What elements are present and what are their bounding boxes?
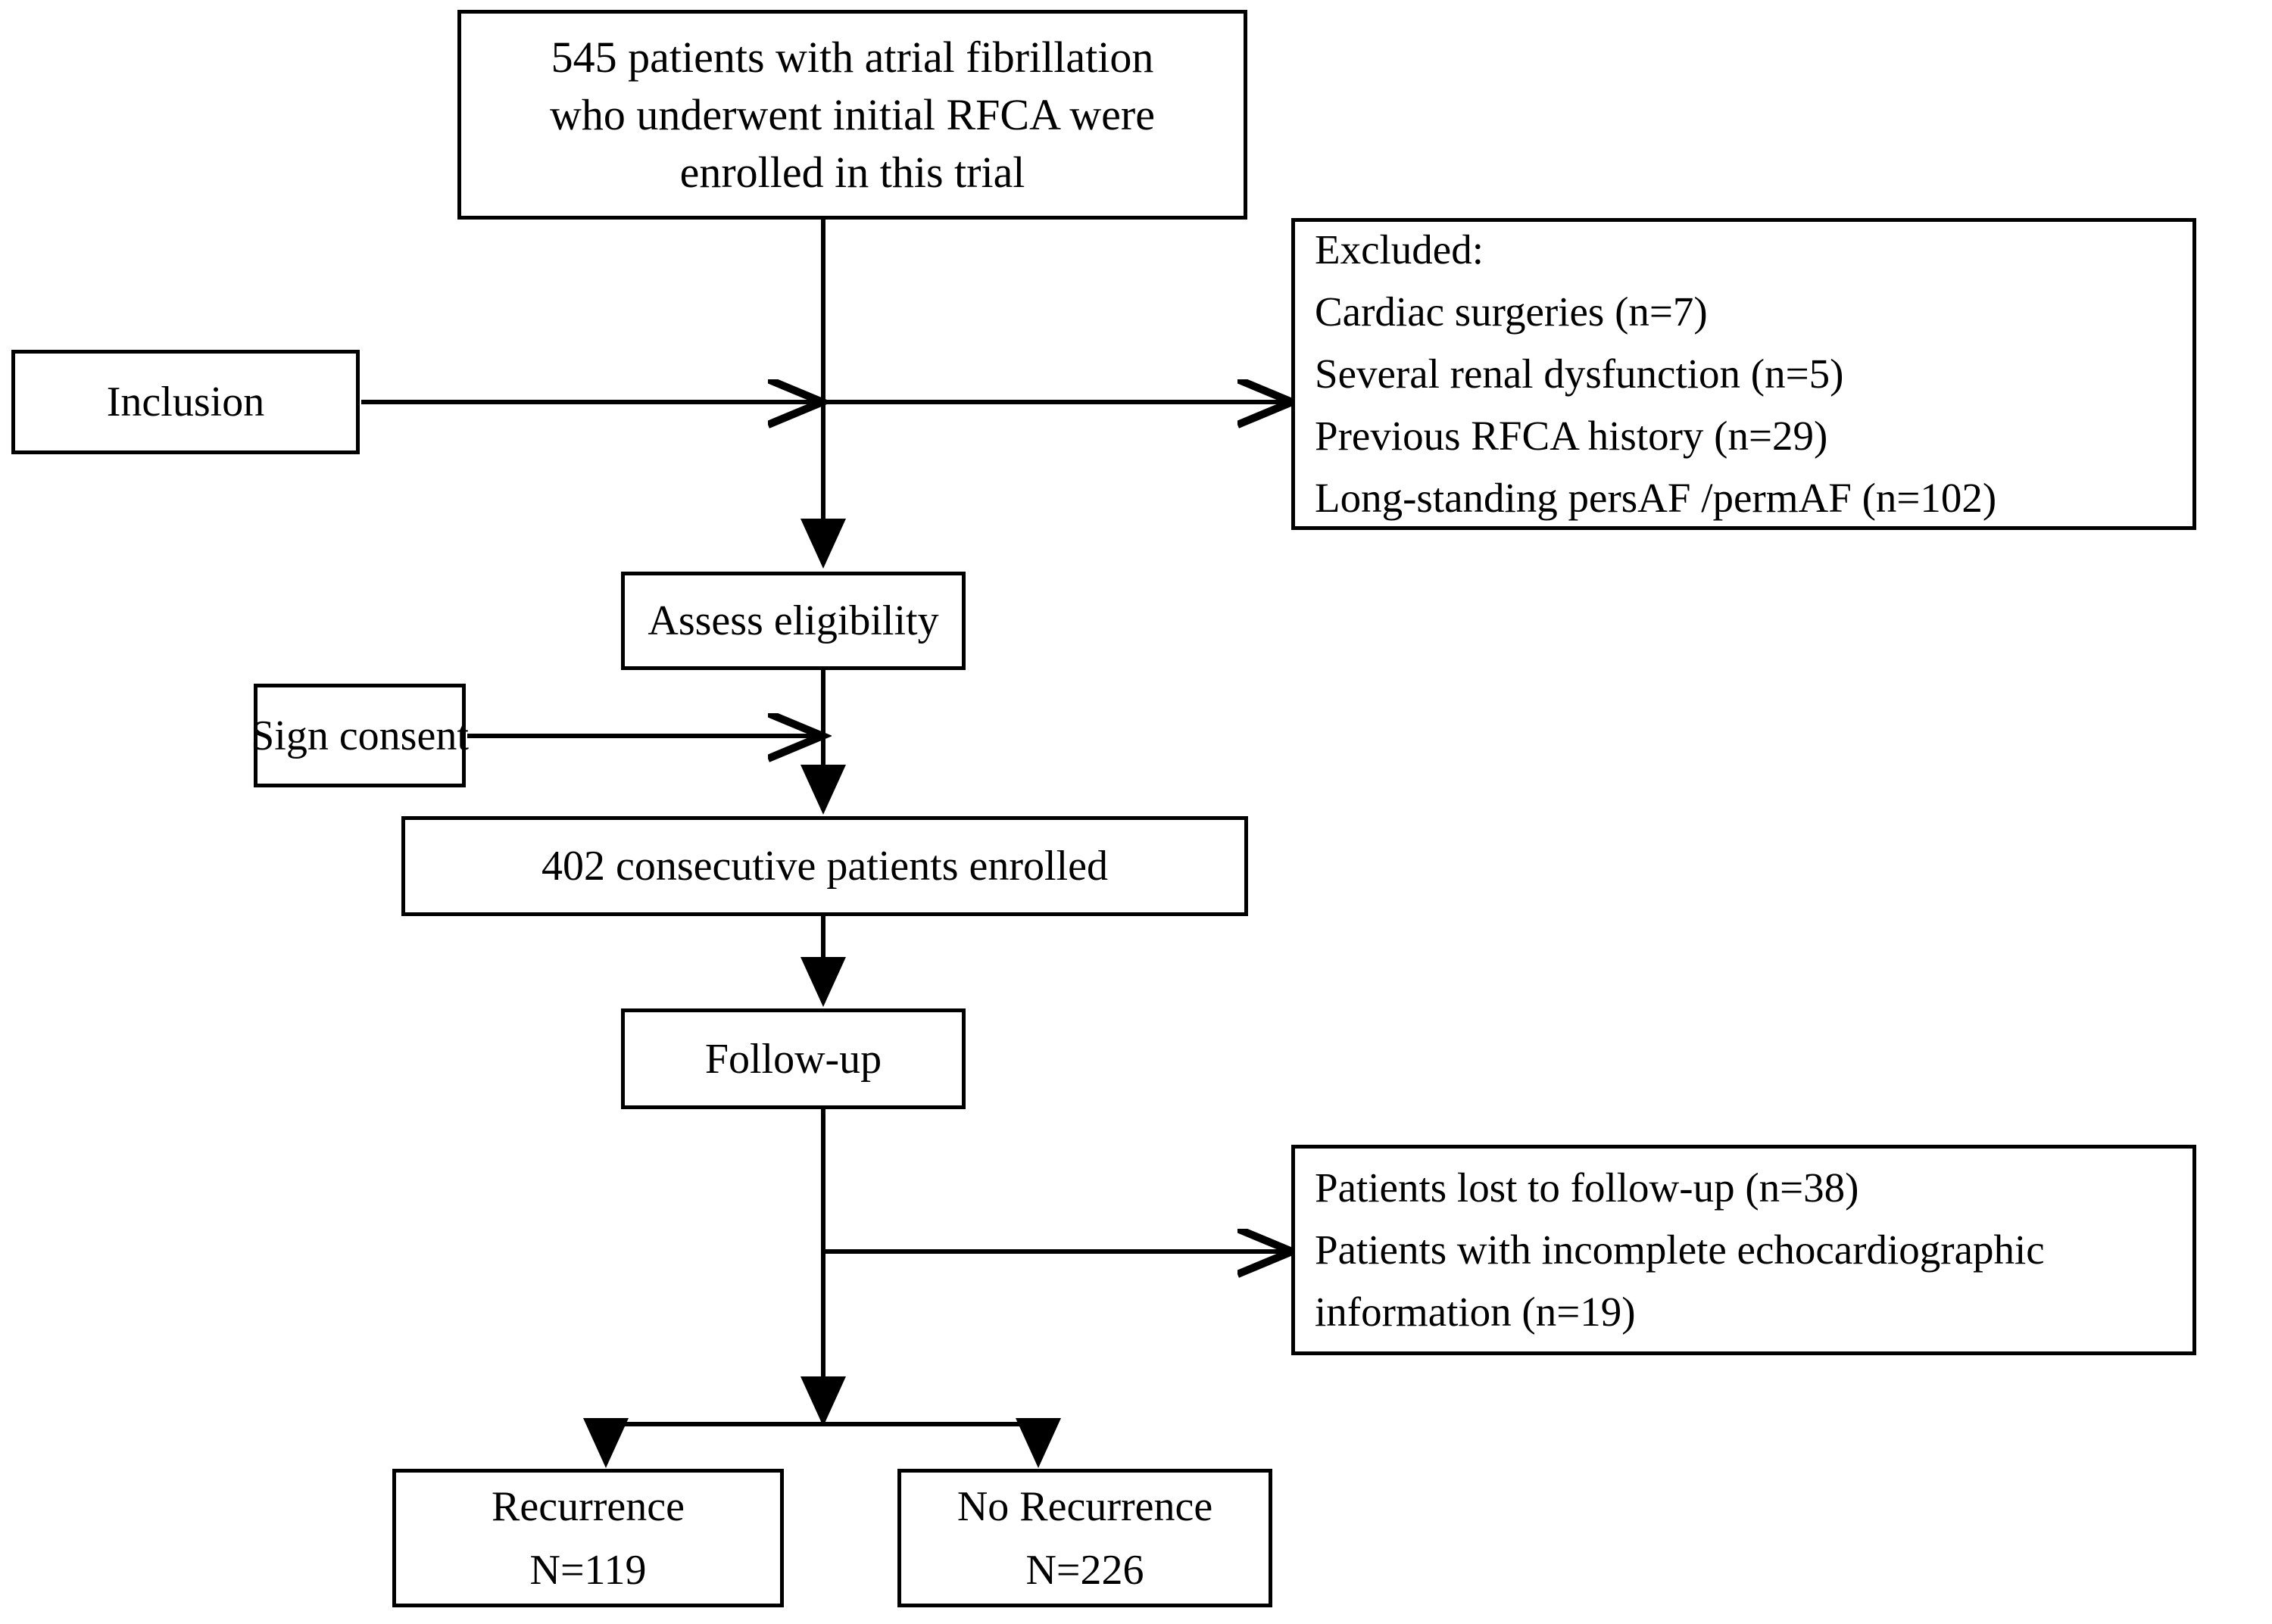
node-assess-eligibility-label: Assess eligibility [648, 597, 939, 644]
node-assess-eligibility: Assess eligibility [621, 572, 966, 670]
node-follow-up-losses-line-2: Patients with incomplete echocardiograph… [1315, 1227, 2045, 1273]
node-excluded: Excluded: Cardiac surgeries (n=7) Severa… [1291, 218, 2196, 530]
node-sign-consent-label: Sign consent [251, 712, 469, 759]
node-excluded-line-1: Excluded: [1315, 226, 1484, 273]
node-recurrence: Recurrence N=119 [392, 1469, 784, 1607]
node-enrolled-402-label: 402 consecutive patients enrolled [541, 843, 1108, 890]
node-enrollment: 545 patients with atrial fibrillation wh… [457, 10, 1247, 220]
node-follow-up-losses-line-3: information (n=19) [1315, 1289, 1636, 1335]
node-no-recurrence-label: No Recurrence [957, 1482, 1213, 1530]
node-no-recurrence: No Recurrence N=226 [897, 1469, 1272, 1607]
node-excluded-line-2: Cardiac surgeries (n=7) [1315, 288, 1708, 335]
node-recurrence-count: N=119 [529, 1546, 647, 1594]
node-excluded-line-4: Previous RFCA history (n=29) [1315, 413, 1828, 459]
node-enrollment-line-2: who underwent initial RFCA were [549, 89, 1155, 139]
node-follow-up-losses-line-1: Patients lost to follow-up (n=38) [1315, 1164, 1859, 1211]
node-excluded-line-5: Long-standing persAF /permAF (n=102) [1315, 475, 1997, 521]
node-enrollment-line-3: enrolled in this trial [679, 147, 1025, 197]
node-enrolled-402: 402 consecutive patients enrolled [401, 816, 1248, 916]
node-inclusion-label: Inclusion [106, 379, 265, 425]
node-recurrence-label: Recurrence [492, 1482, 685, 1530]
node-follow-up-label: Follow-up [704, 1035, 882, 1083]
node-follow-up: Follow-up [621, 1008, 966, 1109]
node-excluded-line-3: Several renal dysfunction (n=5) [1315, 351, 1844, 397]
connector-outcome-split [583, 1418, 1061, 1468]
node-no-recurrence-count: N=226 [1025, 1546, 1144, 1594]
node-inclusion: Inclusion [11, 350, 360, 454]
node-follow-up-losses: Patients lost to follow-up (n=38) Patien… [1291, 1145, 2196, 1355]
node-enrollment-line-1: 545 patients with atrial fibrillation [551, 32, 1154, 82]
node-sign-consent: Sign consent [251, 684, 469, 787]
